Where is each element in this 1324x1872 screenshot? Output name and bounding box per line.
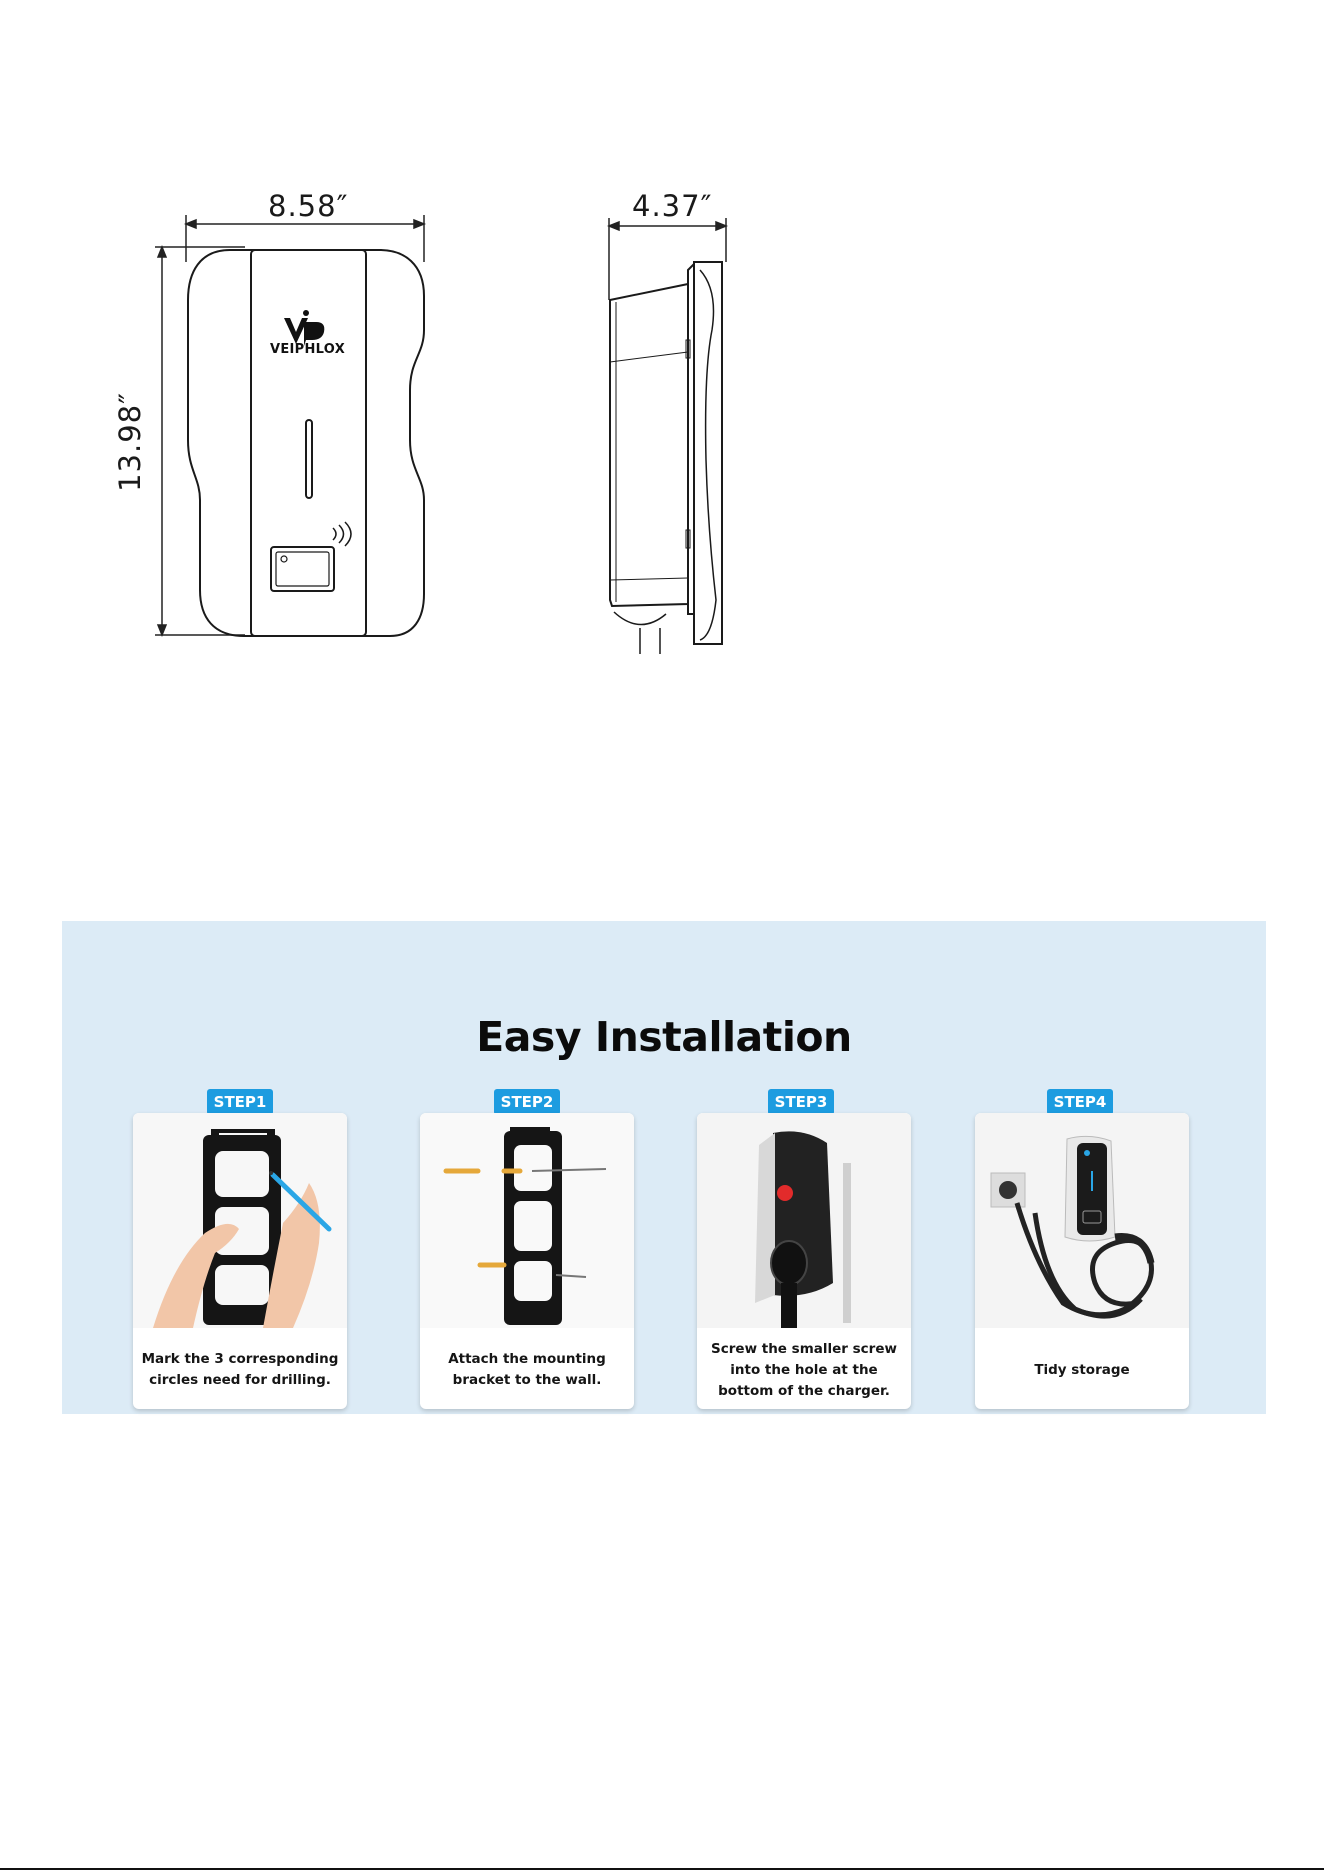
step1-badge: STEP1: [207, 1089, 273, 1115]
charger-side-view: [610, 262, 722, 654]
height-dimension-label: 13.98″: [113, 392, 147, 492]
depth-dimension-label: 4.37″: [632, 189, 712, 223]
installation-title: Easy Installation: [62, 1013, 1266, 1061]
dimension-drawing: [0, 0, 1324, 700]
step4-badge: STEP4: [1047, 1089, 1113, 1115]
step2-caption: Attach the mounting bracket to the wall.: [426, 1337, 628, 1403]
step3-caption: Screw the smaller screw into the hole at…: [703, 1337, 905, 1403]
page-bottom-divider: [0, 1868, 1324, 1870]
brand-logo-text: VEIPHLOX: [270, 342, 345, 357]
step2-badge: STEP2: [494, 1089, 560, 1115]
charger-front-view: [188, 250, 424, 636]
step3-card: Screw the smaller screw into the hole at…: [697, 1113, 911, 1409]
width-dimension-label: 8.58″: [268, 189, 348, 223]
step2-card: Attach the mounting bracket to the wall.: [420, 1113, 634, 1409]
step4-caption: Tidy storage: [981, 1337, 1183, 1403]
step2-image: [420, 1113, 634, 1328]
step4-image: [975, 1113, 1189, 1328]
step1-image: [133, 1113, 347, 1328]
step3-image: [697, 1113, 911, 1328]
step3-badge: STEP3: [768, 1089, 834, 1115]
step4-card: Tidy storage: [975, 1113, 1189, 1409]
step1-card: Mark the 3 corresponding circles need fo…: [133, 1113, 347, 1409]
brand-logo-icon: [284, 310, 324, 346]
installation-panel: Easy Installation STEP1 Mark the 3 corre…: [62, 921, 1266, 1414]
step1-caption: Mark the 3 corresponding circles need fo…: [139, 1337, 341, 1403]
